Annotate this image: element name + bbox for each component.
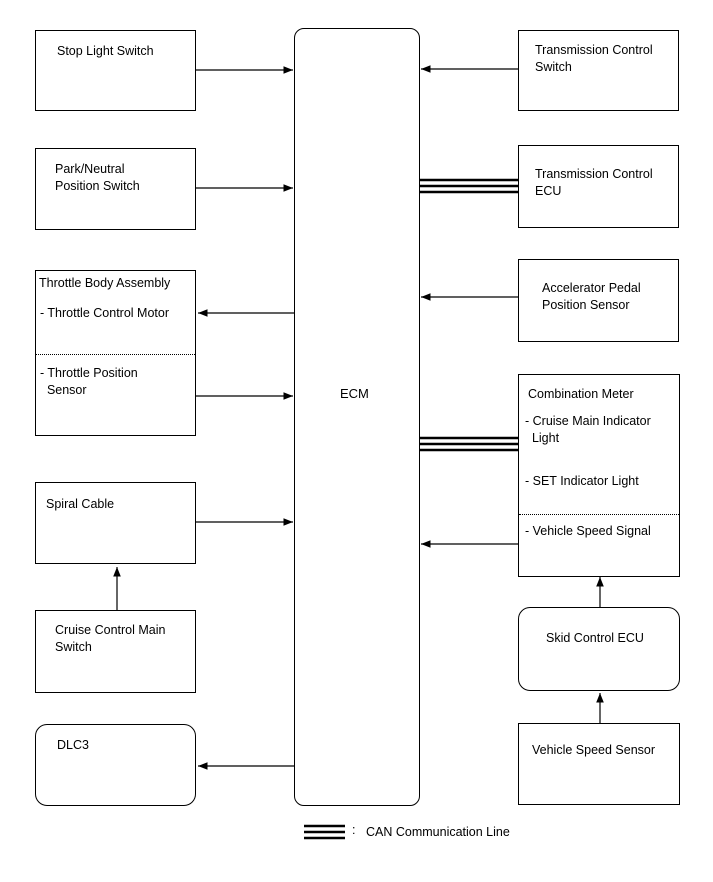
tcecu-label-line2: ECU — [535, 184, 562, 198]
legend-label: CAN Communication Line — [366, 825, 510, 839]
park-neutral-switch-box: Park/Neutral Position Switch — [35, 148, 196, 230]
apps-label-line2: Position Sensor — [542, 298, 630, 312]
ecm-label: ECM — [340, 386, 369, 401]
stop-light-switch-label: Stop Light Switch — [57, 44, 154, 58]
accelerator-pedal-position-sensor-box: Accelerator Pedal Position Sensor — [518, 259, 679, 342]
can-line-tcecu — [420, 178, 518, 194]
combination-meter-box: Combination Meter - Cruise Main Indicato… — [518, 374, 680, 577]
throttle-position-sensor-line1: - Throttle Position — [40, 366, 138, 380]
set-indicator-light-label: - SET Indicator Light — [525, 474, 639, 488]
vehicle-speed-sensor-label: Vehicle Speed Sensor — [532, 743, 656, 757]
transmission-control-ecu-box: Transmission Control ECU — [518, 145, 679, 228]
cruise-main-indicator-line2: Light — [525, 431, 560, 445]
meter-divider — [519, 514, 679, 515]
cruise-control-main-switch-box: Cruise Control Main Switch — [35, 610, 196, 693]
tcs-label-line2: Switch — [535, 60, 572, 74]
cruise-main-label-line2: Switch — [55, 640, 92, 654]
stop-light-switch-box: Stop Light Switch — [35, 30, 196, 111]
vehicle-speed-sensor-box: Vehicle Speed Sensor — [518, 723, 680, 805]
throttle-divider — [36, 354, 195, 355]
legend-can-symbol — [304, 824, 345, 840]
dlc3-label: DLC3 — [57, 738, 89, 752]
skid-control-ecu-label: Skid Control ECU — [546, 631, 644, 645]
tcs-label-line1: Transmission Control — [535, 43, 653, 57]
park-neutral-label-line2: Position Switch — [55, 179, 140, 193]
cruise-main-indicator-line1: - Cruise Main Indicator — [525, 414, 651, 428]
throttle-body-assembly-box: Throttle Body Assembly - Throttle Contro… — [35, 270, 196, 436]
can-line-meter — [420, 436, 518, 452]
apps-label-line1: Accelerator Pedal — [542, 281, 641, 295]
skid-control-ecu-box: Skid Control ECU — [518, 607, 680, 691]
park-neutral-label-line1: Park/Neutral — [55, 162, 125, 176]
vehicle-speed-signal-label: - Vehicle Speed Signal — [525, 524, 651, 538]
throttle-control-motor-label: - Throttle Control Motor — [40, 306, 169, 320]
cruise-main-label-line1: Cruise Control Main — [55, 623, 166, 637]
legend-colon: : — [352, 823, 356, 837]
dlc3-box: DLC3 — [35, 724, 196, 806]
tcecu-label-line1: Transmission Control — [535, 167, 653, 181]
ecm-box: ECM — [294, 28, 420, 806]
combination-meter-title: Combination Meter — [528, 387, 634, 401]
spiral-cable-label: Spiral Cable — [46, 497, 115, 511]
transmission-control-switch-box: Transmission Control Switch — [518, 30, 679, 111]
spiral-cable-box: Spiral Cable — [35, 482, 196, 564]
throttle-position-sensor-line2: Sensor — [40, 383, 87, 397]
throttle-body-title: Throttle Body Assembly — [39, 276, 171, 290]
